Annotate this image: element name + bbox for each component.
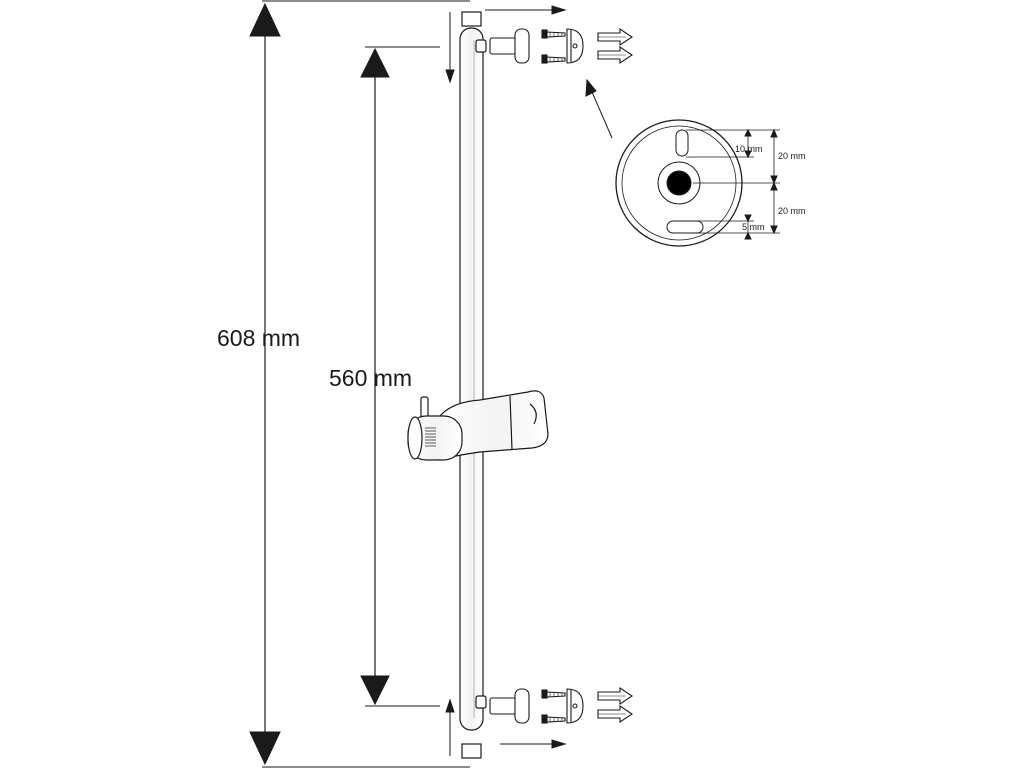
bottom-insertion-arrowhead bbox=[445, 698, 455, 713]
overall-height-label: 608 mm bbox=[217, 325, 300, 351]
top-screw-upper bbox=[541, 29, 566, 39]
detail-slot-bottom bbox=[666, 220, 704, 234]
dim-10mm-arrow-bottom bbox=[744, 150, 752, 159]
dim-20mm-upper-arrow-top bbox=[770, 128, 778, 138]
top-bracket-assembly bbox=[489, 27, 633, 65]
holder-seam bbox=[509, 395, 513, 451]
shower-holder bbox=[407, 390, 549, 461]
overall-top-arrowhead bbox=[249, 2, 281, 37]
wall-plate-detail bbox=[615, 119, 780, 247]
hole-spacing-dimension bbox=[360, 46, 440, 707]
detail-leader bbox=[585, 78, 613, 139]
top-insertion-arrowhead bbox=[445, 69, 455, 84]
hole-to-slot-bottom-label: 20 mm bbox=[778, 206, 806, 216]
overall-bottom-arrowhead bbox=[249, 731, 281, 766]
detail-leader-arrowhead bbox=[585, 78, 597, 97]
bottom-wall-plate-hole bbox=[572, 703, 578, 709]
top-wall-plate-hole bbox=[572, 43, 578, 49]
top-cap-arrowhead bbox=[551, 5, 567, 15]
dim-20mm-upper-arrow-bottom bbox=[770, 175, 778, 185]
bottom-screw-lower bbox=[541, 714, 566, 724]
bottom-screw-upper bbox=[541, 689, 566, 699]
holder-cradle-notch bbox=[529, 403, 537, 425]
hole-to-slot-top-label: 20 mm bbox=[778, 151, 806, 161]
detail-center-hole bbox=[666, 170, 692, 196]
bottom-bracket-rosette bbox=[514, 688, 530, 724]
top-bracket-rosette bbox=[514, 28, 530, 64]
dim-5mm-arrow-bottom bbox=[744, 231, 752, 240]
detail-leader-line bbox=[591, 91, 613, 139]
hole-spacing-label: 560 mm bbox=[329, 365, 412, 391]
rail-tube bbox=[459, 27, 484, 731]
slot-top-offset-label: 10 mm bbox=[735, 144, 763, 154]
dim-5mm-arrow-top bbox=[744, 214, 752, 223]
holder-body bbox=[439, 390, 549, 461]
dim-20mm-lower-arrow-bottom bbox=[770, 225, 778, 235]
bottom-bracket-stem bbox=[489, 697, 517, 715]
holder-knob-face bbox=[407, 416, 423, 460]
shower-rail bbox=[459, 11, 487, 759]
rail-top-cap bbox=[461, 11, 482, 27]
top-screw-lower bbox=[541, 54, 566, 64]
top-set-screw bbox=[475, 39, 487, 53]
rail-end-pointers bbox=[445, 5, 567, 756]
bottom-cap-arrowhead bbox=[551, 739, 567, 749]
rail-bottom-cap bbox=[461, 743, 482, 759]
spacing-bottom-arrowhead bbox=[360, 675, 390, 706]
bottom-bracket-assembly bbox=[489, 686, 633, 724]
top-bracket-stem bbox=[489, 37, 517, 55]
spacing-top-arrowhead bbox=[360, 47, 390, 78]
bottom-set-screw bbox=[475, 695, 487, 709]
dim-10mm-arrow-top bbox=[744, 128, 752, 137]
detail-slot-top bbox=[675, 129, 689, 157]
dim-20mm-lower-arrow-top bbox=[770, 181, 778, 191]
overall-height-dimension bbox=[249, 0, 470, 768]
knob-grip-lines bbox=[425, 427, 436, 447]
slot-bottom-offset-label: 5 mm bbox=[742, 222, 765, 232]
